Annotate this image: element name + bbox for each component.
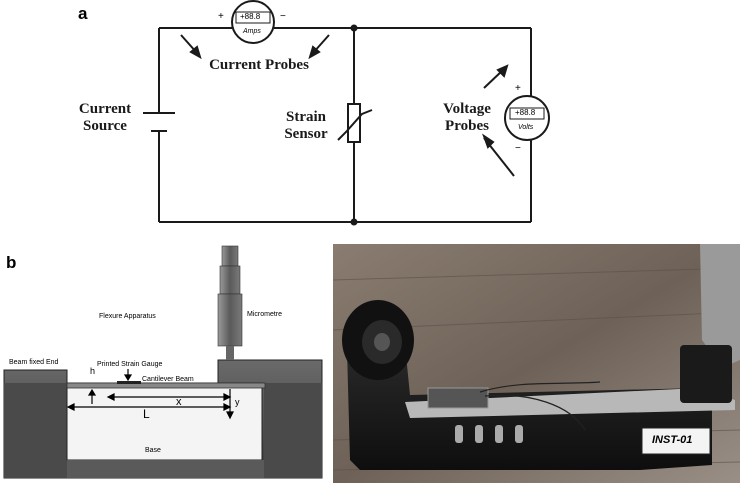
voltage-probes-label-1: Voltage <box>443 101 491 117</box>
ammeter-minus: − <box>280 11 286 22</box>
voltmeter-plus: + <box>515 83 521 94</box>
cantilever-beam <box>66 382 266 389</box>
probe-arrows <box>180 34 515 177</box>
flexure-apparatus-label: Flexure Apparatus <box>99 313 156 320</box>
current-source-label-2: Source <box>83 118 127 134</box>
strain-sensor-label-2: Sensor <box>284 126 328 142</box>
cantilever-beam-label: Cantilever Beam <box>142 376 194 383</box>
junction-top <box>350 24 358 32</box>
inst-tag-label: INST-01 <box>652 434 693 446</box>
base-label: Base <box>145 447 161 454</box>
x-label: x <box>176 396 182 408</box>
printed-strain-gauge <box>117 381 141 384</box>
junction-bottom <box>350 218 358 226</box>
current-probes-label: Current Probes <box>209 57 309 73</box>
ammeter-unit: Amps <box>243 28 261 35</box>
inst-tag <box>641 427 711 455</box>
y-label: y <box>235 397 240 407</box>
h-label: h <box>90 366 96 376</box>
micrometre-drawing <box>217 245 243 360</box>
beam-fixed-end-label: Beam fixed End <box>9 359 59 366</box>
voltage-probes-label-2: Probes <box>445 118 489 134</box>
voltmeter <box>504 95 550 141</box>
voltmeter-unit: Volts <box>518 124 534 131</box>
ammeter-reading: +88.8 <box>240 12 261 21</box>
panel-label-b: b <box>6 253 17 272</box>
printed-strain-gauge-label: Printed Strain Gauge <box>97 361 163 368</box>
ammeter-plus: + <box>218 11 224 22</box>
L-label: L <box>143 407 150 421</box>
voltmeter-reading: +88.8 <box>515 108 536 117</box>
panel-label-a: a <box>78 4 88 23</box>
strain-sensor-label-1: Strain <box>285 109 326 125</box>
battery-symbol <box>143 112 175 132</box>
voltmeter-minus: − <box>515 143 521 154</box>
current-source-label-1: Current <box>78 101 132 117</box>
micrometre-label: Micrometre <box>247 311 283 318</box>
strain-sensor-symbol <box>337 103 373 143</box>
ammeter <box>231 0 275 44</box>
